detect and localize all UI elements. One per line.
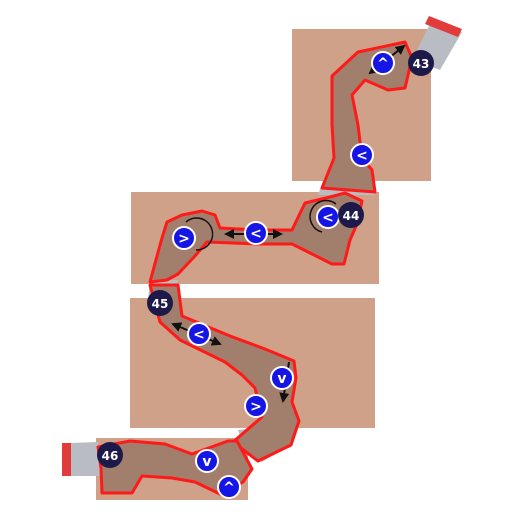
- chevron-right-icon: >: [250, 399, 262, 415]
- section-marker-43[interactable]: 43: [408, 50, 434, 76]
- chevron-left-icon: <: [250, 226, 262, 242]
- chevron-right-icon: >: [178, 231, 190, 247]
- section-number: 45: [152, 297, 169, 311]
- chevron-marker[interactable]: ^: [217, 475, 241, 499]
- section-number: 44: [343, 209, 360, 223]
- section-number: 43: [413, 57, 430, 71]
- section-marker-46[interactable]: 46: [97, 442, 123, 468]
- connector-left: [70, 442, 102, 476]
- chevron-left-icon: <: [356, 148, 368, 164]
- chevron-marker[interactable]: v: [270, 366, 294, 390]
- chevron-marker[interactable]: <: [187, 322, 211, 346]
- chevron-marker[interactable]: v: [195, 449, 219, 473]
- chevron-marker[interactable]: ^: [371, 51, 395, 75]
- end-cap-top[interactable]: [425, 16, 462, 37]
- chevron-marker[interactable]: <: [244, 221, 268, 245]
- track-segment-top: [320, 40, 414, 194]
- turn-arc-icon: [185, 217, 214, 251]
- section-marker-44[interactable]: 44: [338, 202, 364, 228]
- chevron-marker[interactable]: <: [316, 205, 340, 229]
- chevron-marker[interactable]: >: [244, 394, 268, 418]
- turn-arc-icon: [309, 199, 337, 233]
- chevron-down-icon: v: [277, 371, 286, 387]
- chevron-marker[interactable]: <: [350, 143, 374, 167]
- chevron-up-icon: ^: [223, 480, 235, 496]
- end-cap-left[interactable]: [62, 443, 71, 476]
- chevron-left-icon: <: [193, 327, 205, 343]
- chevron-left-icon: <: [322, 210, 334, 226]
- chevron-down-icon: v: [202, 454, 211, 470]
- section-number: 46: [102, 449, 119, 463]
- chevron-marker[interactable]: >: [172, 226, 196, 250]
- section-marker-45[interactable]: 45: [147, 290, 173, 316]
- chevron-up-icon: ^: [377, 56, 389, 72]
